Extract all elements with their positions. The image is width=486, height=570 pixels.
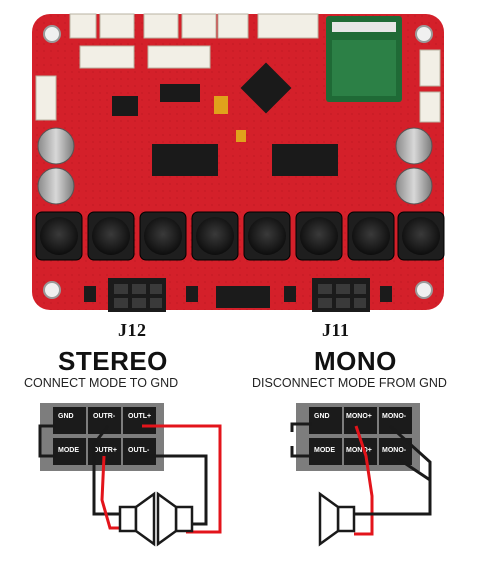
inductor-coils — [35, 211, 445, 261]
mono-wire-negative — [354, 424, 432, 516]
electrolytic-capacitors — [37, 127, 433, 205]
top-header-connectors — [35, 13, 441, 123]
amplifier-board-image — [32, 13, 445, 312]
mono-pin-label-3: MONO- — [382, 413, 407, 420]
mono-pin-label-6: MONO- — [382, 447, 407, 454]
stereo-wire-left-negative — [140, 454, 208, 526]
stereo-pin-label-3: OUTL+ — [128, 413, 151, 420]
stereo-pin-label-6: OUTL- — [128, 447, 150, 454]
stereo-mode-gnd-jumper — [38, 424, 56, 458]
mono-mode-stub — [290, 446, 312, 458]
connector-label-j11: J11 — [322, 320, 350, 340]
stereo-pin-label-1: GND — [58, 413, 74, 420]
mono-pin-label-5: MONO+ — [346, 447, 372, 454]
connector-label-j12: J12 — [118, 320, 147, 340]
stereo-pin-label-2: OUTR- — [93, 413, 116, 420]
stereo-pin-label-5: OUTR+ — [93, 447, 117, 454]
stereo-instruction: CONNECT MODE TO GND — [24, 376, 179, 390]
stereo-speaker-right — [118, 491, 156, 547]
stereo-speaker-left — [156, 491, 194, 547]
stereo-wiring-diagram: GND OUTR- OUTL+ MODE OUTR+ OUTL- — [38, 403, 222, 547]
stereo-wire-right-negative — [92, 425, 122, 516]
mono-pin-4 — [309, 438, 342, 465]
speaker-output-connectors — [108, 278, 370, 312]
stereo-pin-1 — [53, 407, 86, 434]
mono-title: MONO — [314, 346, 397, 376]
mono-pin-label-1: GND — [314, 413, 330, 420]
stereo-pin-label-4: MODE — [58, 447, 79, 454]
mono-pin-1 — [309, 407, 342, 434]
mono-instruction: DISCONNECT MODE FROM GND — [252, 376, 447, 390]
bluetooth-module — [326, 16, 402, 102]
stereo-wire-right-positive — [100, 455, 122, 530]
stereo-wire-left-positive — [142, 424, 222, 534]
mono-gnd-stub — [290, 422, 312, 432]
mounting-holes — [43, 25, 433, 299]
stereo-pin-3 — [123, 407, 156, 434]
mono-speaker — [318, 491, 356, 547]
mono-pin-label-4: MODE — [314, 447, 335, 454]
mono-wire-positive — [354, 425, 374, 536]
mono-wiring-diagram: GND MONO+ MONO- MODE MONO+ MONO- — [290, 403, 432, 547]
mono-pin-label-2: MONO+ — [346, 413, 372, 420]
stereo-title: STEREO — [58, 346, 168, 376]
stereo-pin-6 — [123, 438, 156, 465]
wiring-diagrams: GND OUTR- OUTL+ MODE OUTR+ OUTL- — [38, 403, 432, 547]
stereo-pin-4 — [53, 438, 86, 465]
mono-pin-2 — [344, 407, 377, 434]
